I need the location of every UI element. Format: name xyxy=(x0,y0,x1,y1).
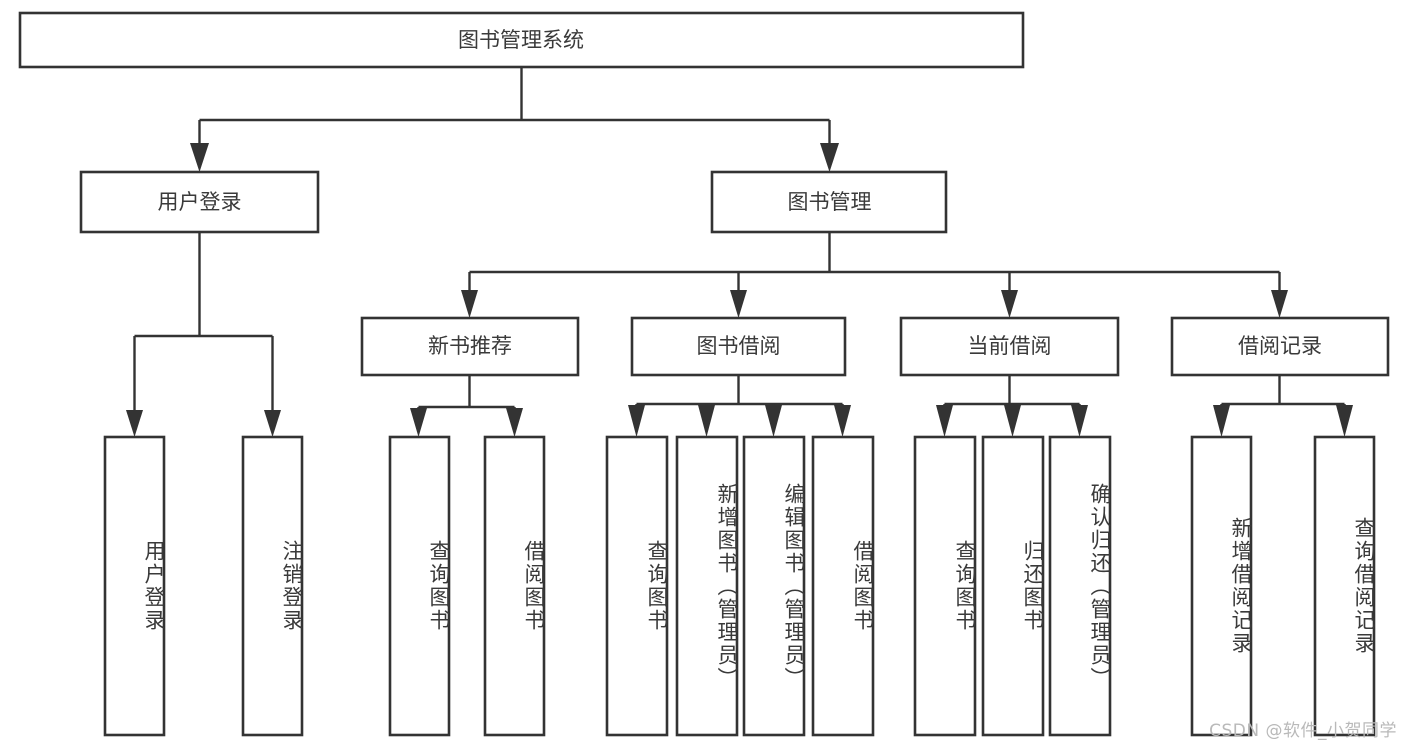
node-book-mgmt-label: 图书管理 xyxy=(788,190,872,214)
watermark-text: CSDN @软件_小贺同学 xyxy=(1209,721,1397,741)
leaf-nodes-layer xyxy=(103,435,1376,737)
node-book-borrow-label: 图书借阅 xyxy=(697,334,781,358)
arrowhead-icon xyxy=(698,405,715,437)
node-leaf-return-book[interactable] xyxy=(981,435,1045,737)
arrowhead-icon xyxy=(506,408,523,437)
node-user-login[interactable]: 用户登录 xyxy=(79,170,320,234)
arrowhead-icon xyxy=(126,410,143,437)
arrowhead-icon xyxy=(765,405,782,437)
node-book-mgmt[interactable]: 图书管理 xyxy=(710,170,948,234)
arrowhead-icon xyxy=(461,290,478,318)
node-user-login-label: 用户登录 xyxy=(158,190,242,214)
arrowhead-icon xyxy=(820,143,839,172)
node-current-borrow-label: 当前借阅 xyxy=(968,334,1052,358)
node-new-book-rec[interactable]: 新书推荐 xyxy=(360,316,580,377)
node-new-book-rec-label: 新书推荐 xyxy=(428,334,512,358)
arrowhead-icon xyxy=(410,408,427,437)
arrowhead-icon xyxy=(190,143,209,172)
node-leaf-query-book-bor[interactable] xyxy=(605,435,669,737)
node-root-label: 图书管理系统 xyxy=(458,28,584,52)
node-leaf-add-record[interactable] xyxy=(1190,435,1253,737)
arrowhead-icon xyxy=(936,405,953,437)
node-leaf-borrow-book-rec[interactable] xyxy=(483,435,546,737)
arrowhead-icon xyxy=(1213,405,1230,437)
node-borrow-record-label: 借阅记录 xyxy=(1238,334,1322,358)
arrowhead-icon xyxy=(1271,290,1288,318)
node-leaf-edit-book[interactable] xyxy=(742,435,806,737)
arrowhead-icon xyxy=(264,410,281,437)
arrowhead-icon xyxy=(1336,405,1353,437)
nodes-layer: 图书管理系统 用户登录 图书管理 新书推荐 图书借阅 当前 xyxy=(18,11,1390,737)
node-leaf-borrow-book-bor[interactable] xyxy=(811,435,875,737)
node-root[interactable]: 图书管理系统 xyxy=(18,11,1025,69)
node-leaf-query-record[interactable] xyxy=(1313,435,1376,737)
node-current-borrow[interactable]: 当前借阅 xyxy=(899,316,1120,377)
node-leaf-confirm-return[interactable] xyxy=(1048,435,1112,737)
node-leaf-add-book[interactable] xyxy=(675,435,739,737)
arrowhead-icon xyxy=(1001,290,1018,318)
arrowhead-icon xyxy=(1071,405,1088,437)
node-book-borrow[interactable]: 图书借阅 xyxy=(630,316,847,377)
node-leaf-user-login[interactable] xyxy=(103,435,166,737)
arrowhead-icon xyxy=(628,405,645,437)
arrowhead-icon xyxy=(1004,405,1021,437)
node-leaf-logout[interactable] xyxy=(241,435,304,737)
arrowhead-icon xyxy=(730,290,747,318)
node-leaf-query-book-rec[interactable] xyxy=(388,435,451,737)
node-borrow-record[interactable]: 借阅记录 xyxy=(1170,316,1390,377)
node-leaf-query-book-cur[interactable] xyxy=(913,435,977,737)
arrowhead-icon xyxy=(834,405,851,437)
arrowheads-layer xyxy=(126,143,1353,437)
